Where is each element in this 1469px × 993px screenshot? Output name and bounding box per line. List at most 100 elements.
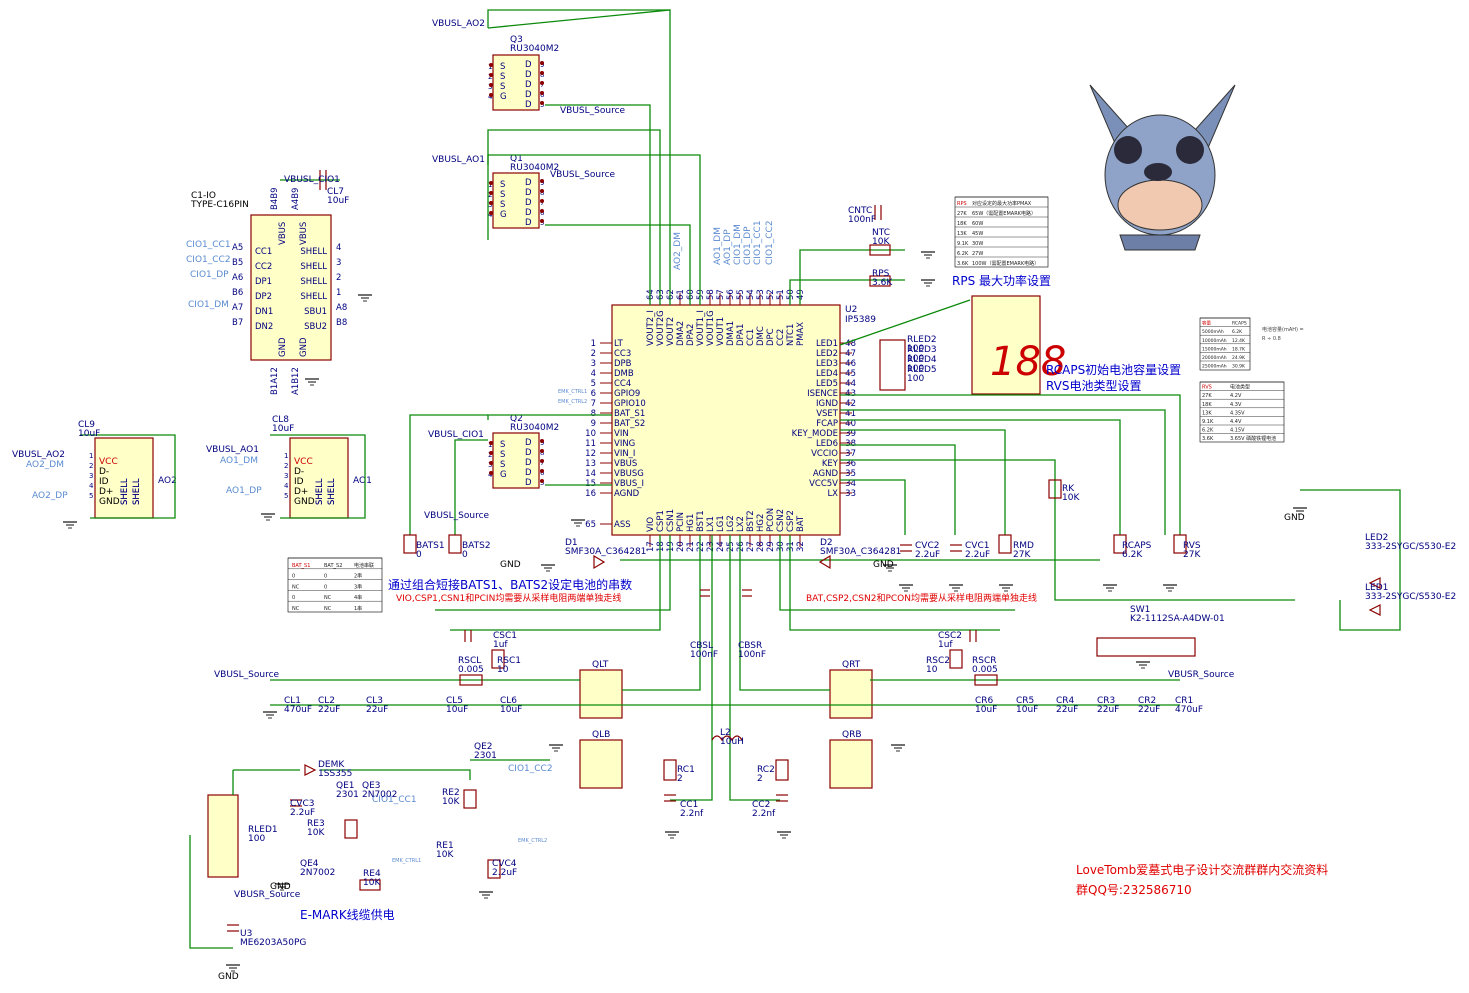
component-ref: QRT: [842, 660, 861, 670]
component-value: 2301: [474, 751, 497, 761]
u2-pin-name: CSN2: [776, 509, 786, 532]
u2-pin-name: VCCIO: [811, 449, 838, 459]
u2-pin-name: BAT: [796, 515, 806, 532]
component-ref: CR5: [1016, 696, 1034, 706]
mosfet-pin-num: 1: [488, 441, 492, 449]
table-cell: 电池串联: [354, 562, 374, 569]
table-cell: 2串: [354, 574, 362, 580]
ao-connector-ref: AO1: [353, 476, 372, 486]
table-cell: 3.6K: [957, 261, 969, 267]
net-label: VBUSL_CIO1: [284, 175, 340, 185]
u2-pin-name: ISENCE: [807, 389, 838, 399]
table-cell: 13K: [1202, 410, 1212, 416]
net-label: CIO1_CC1: [186, 240, 231, 250]
component-value: 3.6K: [872, 278, 893, 288]
table-cell: 6.2K: [1202, 428, 1214, 434]
component-ref: CVC4: [492, 859, 517, 869]
mosfet-pin: S: [500, 440, 505, 450]
ao-pin-num: 5: [284, 492, 288, 500]
component-value: 10K: [442, 797, 460, 807]
component-ref: CL8: [272, 415, 289, 425]
component-value: 10uF: [975, 705, 997, 715]
inductor-l2: [711, 735, 743, 742]
u2-pin-number: 48: [845, 339, 856, 349]
mosfet-pin: S: [500, 460, 505, 470]
c1io-pin-name: SHELL: [300, 247, 327, 257]
c1io-pin-number: B7: [232, 318, 243, 328]
u2-pin-name: LED4: [816, 369, 838, 379]
component-ref: RLED2: [907, 335, 937, 345]
ao-pin-name: D-: [294, 467, 304, 477]
ao-pin-name: ID: [99, 477, 109, 487]
mosfet-q1: Q1 RU3040M2: [492, 154, 559, 229]
component-ref: RK: [1062, 484, 1075, 494]
ic-u2-body: [611, 304, 841, 536]
wires: [80, 9, 1401, 949]
u2-bottom-pins: 17VIO18CSP119CSN120PCIN21HG122BST123LX12…: [646, 508, 806, 552]
mosfet-pin-num: 3: [488, 461, 492, 469]
u2-pin-name: NTC1: [786, 324, 796, 346]
u2-pin-number: 37: [845, 449, 856, 459]
rps-note: RPS 最大功率设置: [952, 273, 1051, 288]
mosfet-pin: S: [500, 190, 505, 200]
u2-pin-name: GPIO10: [614, 399, 646, 409]
u2-pin-name: VOUT1G: [706, 310, 716, 346]
table-cell: 4.3V: [1230, 402, 1242, 408]
ao-shell-label: SHELL: [327, 478, 337, 505]
component-ref: D1: [565, 538, 578, 548]
component-ref: CR2: [1138, 696, 1156, 706]
component-ref: RSC1: [497, 656, 521, 666]
u2-pin-number: 32: [796, 541, 806, 552]
component-ref: RCAPS: [1122, 541, 1152, 551]
component-value: 2.2uF: [915, 550, 940, 560]
component-value: 100: [907, 374, 924, 384]
component-ref: CBSL: [690, 641, 713, 651]
component-ref: RVS: [1183, 541, 1201, 551]
u2-pin-name: AGND: [614, 489, 640, 499]
u2-pin-number: 16: [585, 489, 596, 499]
u2-pin-number: 36: [845, 459, 856, 469]
c1io-top-label: A4B9: [291, 188, 301, 210]
u2-pin-number: 51: [776, 289, 786, 300]
u2-pin-name: DPA2: [686, 324, 696, 346]
u2-pin-name: VIN: [614, 429, 629, 439]
u2-pin-number: 46: [845, 359, 856, 369]
ao-pin-num: 3: [89, 472, 93, 480]
mosfet-pin-num: 1: [488, 181, 492, 189]
net-label: VBUSL_Source: [214, 670, 280, 680]
ao-pin-name: VCC: [294, 457, 313, 467]
c1io-pin-name: SBU2: [304, 322, 327, 332]
connector-ao2: [94, 437, 154, 519]
table-cell: 27K: [957, 211, 967, 217]
mosfet-pin: D: [525, 218, 532, 228]
u2-pin-number: 57: [716, 289, 726, 300]
net-label: CIO1_DM: [188, 300, 229, 310]
u2-pin-number: 54: [746, 289, 756, 300]
u2-pin-number: 10: [585, 429, 596, 439]
component-ref: BATS2: [462, 541, 491, 551]
component-ref: CVC2: [915, 541, 939, 551]
svg-text:Q1: Q1: [510, 154, 523, 164]
component-value: 10K: [307, 828, 325, 838]
table-cell: 6.2K: [957, 251, 969, 257]
net-label: CIO1_DP: [743, 226, 753, 265]
u2-pin-number: 39: [845, 429, 856, 439]
component-value: 100: [248, 834, 265, 844]
u2-pin-number: 38: [845, 439, 856, 449]
u2-pin-number: 43: [845, 389, 856, 399]
u2-pin-name: CC4: [614, 379, 631, 389]
table-cell: 电池类型: [1230, 384, 1250, 391]
component-ref: CNTC: [848, 206, 872, 216]
component-value: 10uF: [78, 429, 100, 439]
component-ref: CBSR: [738, 641, 762, 651]
mosfet-pin: S: [500, 82, 505, 92]
u2-pin-number: 45: [845, 369, 856, 379]
u2-right-pins: 48LED147LED246LED345LED444LED543ISENCE42…: [792, 339, 856, 499]
component-ref: RE2: [442, 788, 460, 798]
c1io-bottom-label: B1A12: [270, 367, 280, 395]
component-value: 100: [907, 354, 924, 364]
table-cell: 3串: [354, 584, 362, 590]
table-cell: 12.4K: [1232, 338, 1246, 344]
component-ref: LED1: [1365, 583, 1388, 593]
